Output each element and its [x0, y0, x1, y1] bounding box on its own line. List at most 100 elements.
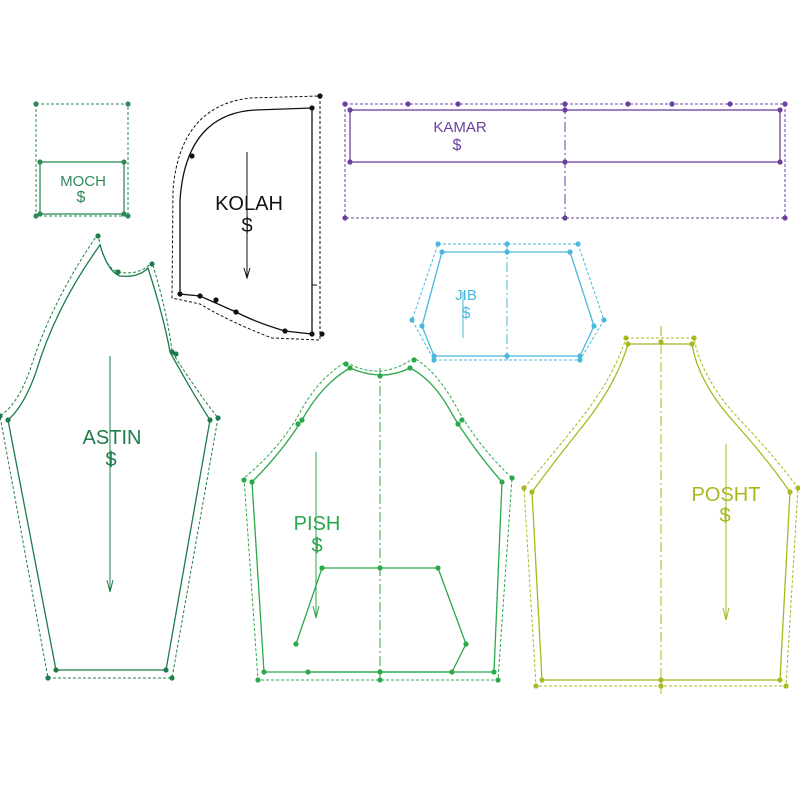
vertex-point[interactable] [625, 341, 631, 347]
vertex-point[interactable] [295, 421, 301, 427]
vertex-point[interactable] [33, 213, 39, 219]
vertex-point[interactable] [782, 215, 788, 221]
vertex-point[interactable] [455, 101, 461, 107]
vertex-point[interactable] [504, 249, 510, 255]
vertex-point[interactable] [459, 417, 465, 423]
vertex-point[interactable] [37, 159, 43, 165]
vertex-point[interactable] [777, 677, 783, 683]
vertex-point[interactable] [343, 361, 349, 367]
vertex-point[interactable] [125, 213, 131, 219]
vertex-point[interactable] [347, 159, 353, 165]
vertex-point[interactable] [495, 677, 501, 683]
vertex-point[interactable] [419, 323, 425, 329]
vertex-point[interactable] [121, 211, 127, 217]
vertex-point[interactable] [431, 357, 437, 363]
vertex-point[interactable] [255, 677, 261, 683]
vertex-point[interactable] [149, 261, 155, 267]
vertex-point[interactable] [342, 215, 348, 221]
vertex-point[interactable] [591, 323, 597, 329]
vertex-point[interactable] [575, 241, 581, 247]
vertex-point[interactable] [309, 105, 315, 111]
vertex-point[interactable] [5, 417, 11, 423]
vertex-point[interactable] [405, 101, 411, 107]
vertex-point[interactable] [449, 669, 455, 675]
vertex-point[interactable] [309, 331, 315, 337]
vertex-point[interactable] [562, 101, 568, 107]
vertex-point[interactable] [625, 101, 631, 107]
vertex-point[interactable] [727, 101, 733, 107]
vertex-point[interactable] [463, 641, 469, 647]
vertex-point[interactable] [529, 489, 535, 495]
vertex-point[interactable] [317, 93, 323, 99]
vertex-point[interactable] [601, 317, 607, 323]
piece-moch[interactable]: MOCH $ [33, 101, 131, 219]
vertex-point[interactable] [491, 669, 497, 675]
vertex-point[interactable] [431, 353, 437, 359]
vertex-point[interactable] [233, 309, 239, 315]
vertex-point[interactable] [215, 415, 221, 421]
vertex-point[interactable] [777, 107, 783, 113]
vertex-point[interactable] [37, 211, 43, 217]
vertex-point[interactable] [504, 353, 510, 359]
vertex-point[interactable] [577, 357, 583, 363]
vertex-point[interactable] [121, 159, 127, 165]
vertex-point[interactable] [45, 675, 51, 681]
vertex-point[interactable] [53, 667, 59, 673]
vertex-point[interactable] [261, 669, 267, 675]
piece-kamar[interactable]: KAMAR $ [342, 101, 788, 221]
vertex-point[interactable] [319, 565, 325, 571]
vertex-point[interactable] [669, 101, 675, 107]
vertex-point[interactable] [455, 421, 461, 427]
vertex-point[interactable] [499, 479, 505, 485]
vertex-point[interactable] [435, 565, 441, 571]
piece-jib[interactable]: JIB $ [409, 241, 607, 363]
vertex-point[interactable] [409, 317, 415, 323]
vertex-point[interactable] [521, 485, 527, 491]
vertex-point[interactable] [115, 269, 121, 275]
vertex-point[interactable] [567, 249, 573, 255]
vertex-point[interactable] [177, 291, 183, 297]
vertex-point[interactable] [169, 675, 175, 681]
vertex-point[interactable] [347, 365, 353, 371]
piece-astin[interactable]: ASTIN $ [0, 232, 221, 681]
vertex-point[interactable] [562, 215, 568, 221]
vertex-point[interactable] [173, 351, 179, 357]
piece-posht[interactable]: POSHT $ [521, 326, 800, 694]
vertex-point[interactable] [658, 677, 664, 683]
vertex-point[interactable] [169, 349, 175, 355]
vertex-point[interactable] [377, 677, 383, 683]
vertex-point[interactable] [377, 669, 383, 675]
vertex-point[interactable] [539, 677, 545, 683]
vertex-point[interactable] [562, 159, 568, 165]
vertex-point[interactable] [0, 413, 3, 419]
vertex-point[interactable] [319, 331, 325, 337]
vertex-point[interactable] [189, 153, 195, 159]
vertex-point[interactable] [658, 683, 664, 689]
vertex-point[interactable] [777, 159, 783, 165]
vertex-point[interactable] [125, 101, 131, 107]
vertex-point[interactable] [439, 249, 445, 255]
vertex-point[interactable] [783, 683, 789, 689]
vertex-point[interactable] [163, 667, 169, 673]
vertex-point[interactable] [577, 353, 583, 359]
vertex-point[interactable] [347, 107, 353, 113]
vertex-point[interactable] [282, 328, 288, 334]
vertex-point[interactable] [249, 479, 255, 485]
vertex-point[interactable] [691, 335, 697, 341]
vertex-point[interactable] [213, 297, 219, 303]
vertex-point[interactable] [533, 683, 539, 689]
vertex-point[interactable] [795, 485, 800, 491]
vertex-point[interactable] [411, 357, 417, 363]
vertex-point[interactable] [241, 477, 247, 483]
vertex-point[interactable] [293, 641, 299, 647]
vertex-point[interactable] [305, 669, 311, 675]
vertex-point[interactable] [407, 365, 413, 371]
vertex-point[interactable] [95, 233, 101, 239]
piece-kolah[interactable]: KOLAH $ [171, 93, 325, 341]
vertex-point[interactable] [33, 101, 39, 107]
vertex-point[interactable] [689, 341, 695, 347]
vertex-point[interactable] [342, 101, 348, 107]
vertex-point[interactable] [562, 107, 568, 113]
vertex-point[interactable] [623, 335, 629, 341]
vertex-point[interactable] [377, 373, 383, 379]
